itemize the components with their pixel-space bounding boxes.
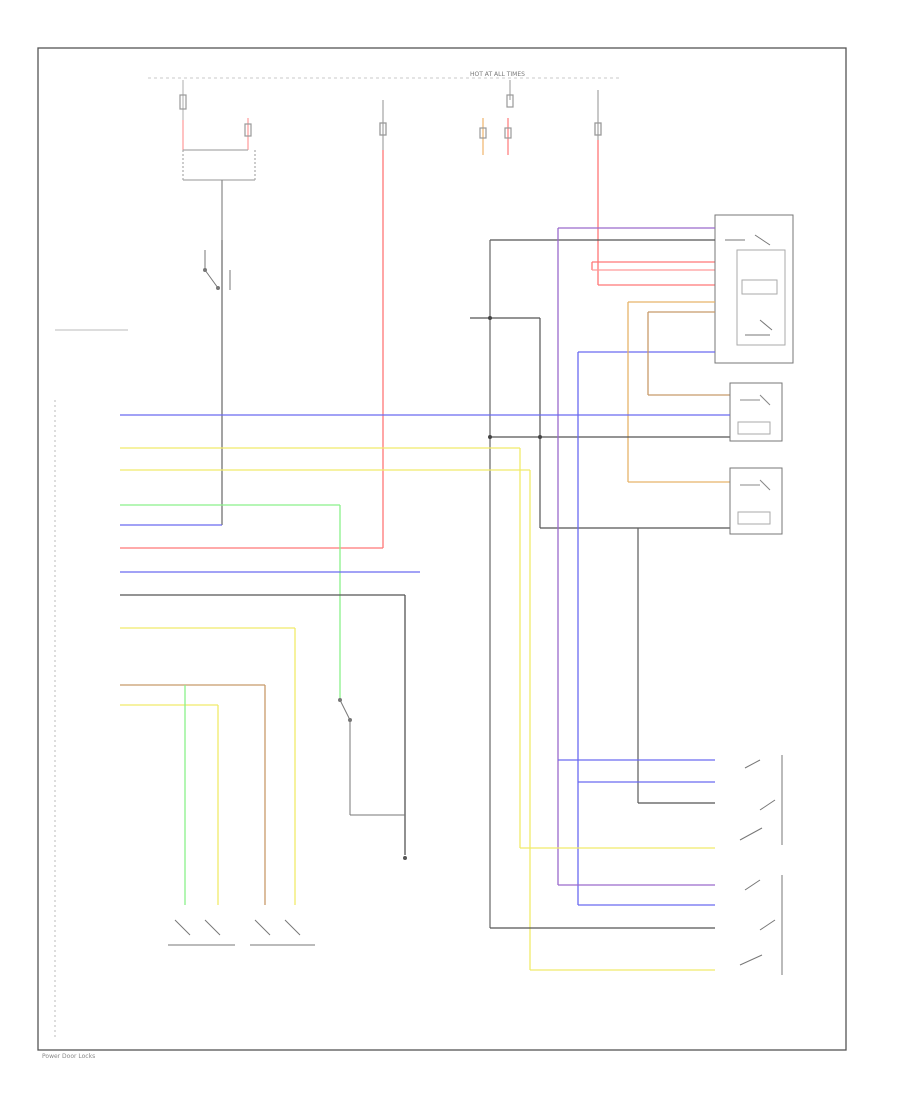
top-bus-label: HOT AT ALL TIMES [470, 71, 525, 78]
fuse-group-left [179, 80, 256, 525]
splice-3 [538, 435, 542, 439]
left-door-actuator [729, 467, 783, 535]
control-unit-box [714, 214, 794, 364]
center-relay-switch [338, 698, 405, 816]
front-door-switches [168, 919, 315, 946]
fuse-group-right [591, 90, 715, 286]
rear-door-wires [490, 759, 715, 929]
diagram-border [37, 47, 847, 1051]
harness-wires [120, 414, 730, 971]
control-unit-wires [490, 227, 730, 483]
fuse-2 [244, 123, 252, 137]
ground-symbol [403, 856, 407, 860]
door-lock-control-unit [714, 214, 794, 364]
right-rear-door-switch [739, 875, 783, 975]
key-switch [203, 250, 231, 290]
fuse-4 [506, 94, 514, 108]
right-vertical-wires [557, 228, 715, 905]
fuse-group-center [479, 80, 514, 155]
fuse-1 [179, 94, 187, 110]
fuse-5 [594, 122, 602, 136]
left-rear-door-switch [739, 755, 783, 845]
right-door-actuator [729, 382, 783, 442]
left-harness-bracket [54, 329, 128, 1040]
splice-2 [488, 435, 492, 439]
ground-bus [470, 240, 730, 928]
splice-1 [488, 316, 492, 320]
fuse-3 [379, 122, 387, 136]
fuse-3-circuit [120, 100, 387, 549]
footer-label: Power Door Locks [42, 1053, 95, 1060]
